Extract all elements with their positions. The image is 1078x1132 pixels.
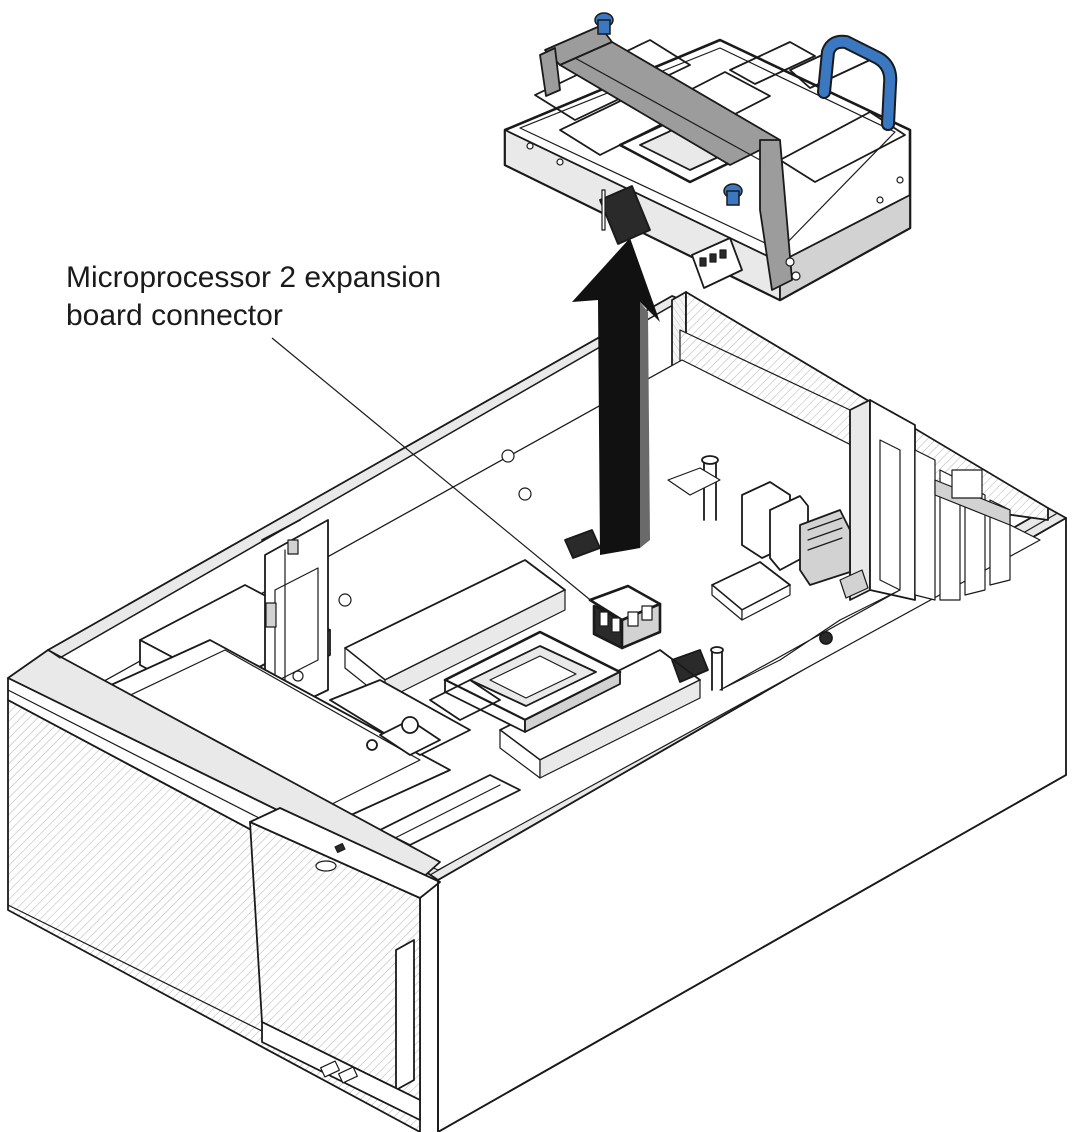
processor-socket <box>429 630 622 733</box>
system-board <box>667 455 901 691</box>
expansion-board-connector <box>564 529 662 650</box>
callout-line-1: Microprocessor 2 expansion <box>66 261 441 294</box>
blue-handle-icon <box>817 34 898 131</box>
callout-line-2: board connector <box>66 299 283 332</box>
lift-up-arrow <box>572 238 660 555</box>
callout-leader-line <box>271 337 601 609</box>
thumbscrew-icon <box>594 12 743 206</box>
microprocessor-2-expansion-board <box>503 12 912 302</box>
server-chassis <box>7 291 1067 1132</box>
front-bezel <box>7 677 441 1132</box>
callout: Microprocessor 2 expansion board connect… <box>66 261 601 609</box>
chipset-heatsink <box>711 561 791 621</box>
pcie-slots <box>849 399 1011 601</box>
